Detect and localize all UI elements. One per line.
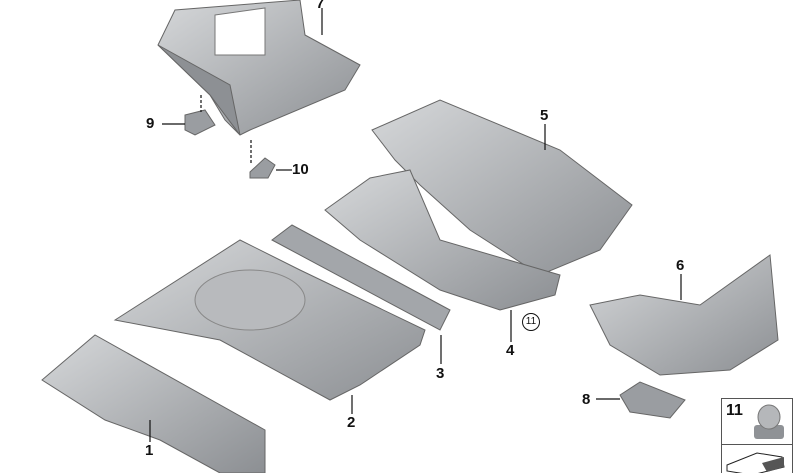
callout-11-circled: 11 xyxy=(522,313,540,331)
part-10-bracket[interactable] xyxy=(249,157,276,179)
part-8-bracket[interactable] xyxy=(619,381,686,419)
callout-6: 6 xyxy=(676,257,685,274)
callout-8: 8 xyxy=(582,391,591,408)
sheet-metal-icon xyxy=(726,452,785,473)
callout-1: 1 xyxy=(145,442,154,459)
callout-3: 3 xyxy=(436,365,445,382)
callout-4: 4 xyxy=(506,342,515,359)
callout-10: 10 xyxy=(292,161,309,178)
callout-2: 2 xyxy=(347,414,356,431)
part-4-rail[interactable] xyxy=(324,169,561,311)
legend-number: 11 xyxy=(726,402,743,419)
leader-lines xyxy=(149,8,682,442)
callout-7: 7 xyxy=(316,0,325,12)
part-3-crossmember[interactable] xyxy=(271,224,451,331)
part-2-trunk-floor[interactable] xyxy=(113,239,426,401)
legend-box-11[interactable]: 11 xyxy=(721,398,793,446)
part-1-rear-panel[interactable] xyxy=(41,334,266,473)
legend-box-sheet xyxy=(721,444,793,473)
callout-9: 9 xyxy=(146,115,155,132)
nut-icon xyxy=(754,404,784,439)
part-7-rear-wall[interactable] xyxy=(157,0,361,136)
part-6-side-member[interactable] xyxy=(589,254,779,376)
part-9-bracket[interactable] xyxy=(184,109,216,136)
callout-5: 5 xyxy=(540,107,549,124)
